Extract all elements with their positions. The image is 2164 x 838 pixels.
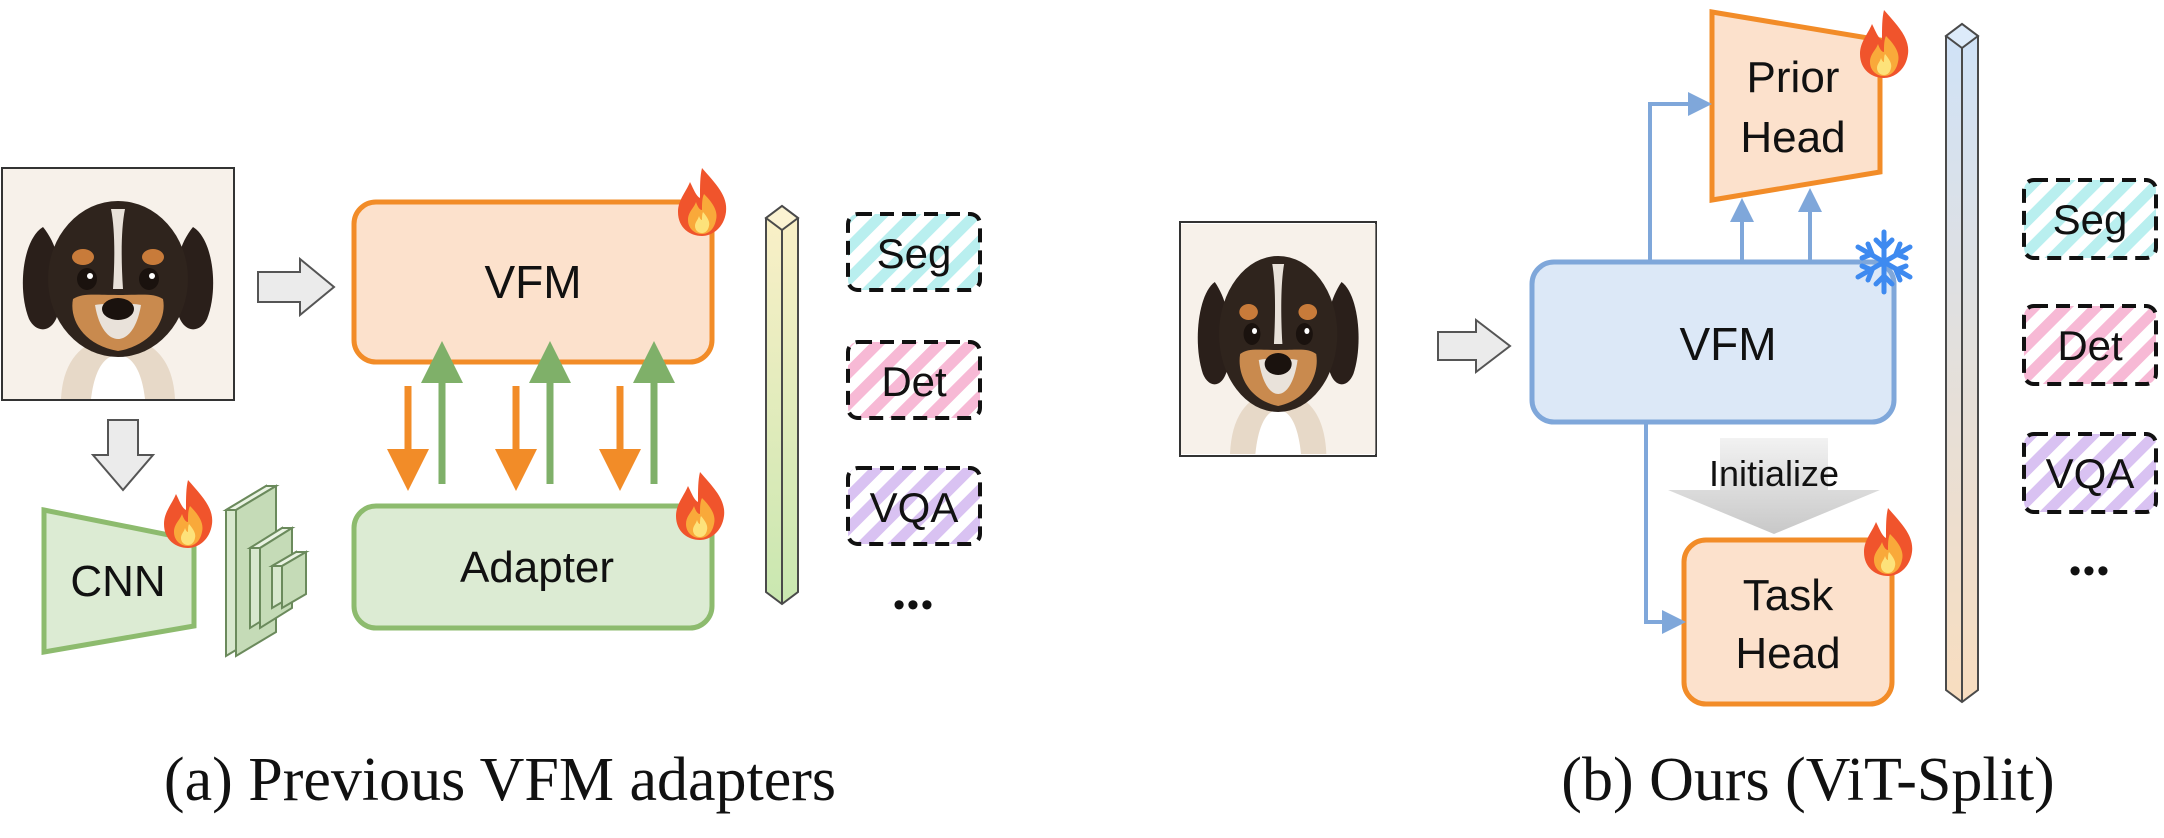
fire-icon [678,168,727,236]
task-vqa [846,466,982,546]
right-panel: VFM Prior Head Task Head Initialize [1179,9,2158,814]
feature-bar [764,204,800,606]
caption-left: (a) Previous VFM adapters [164,746,836,814]
task-head-label-line2: Head [1735,629,1840,678]
puppy-image [1179,221,1377,457]
vfm-to-task-arrow [1644,422,1686,634]
task-det-label: Det [881,358,947,405]
initialize-arrow [1668,438,1880,534]
block-arrow-down-icon [90,419,156,492]
task-det [2022,304,2158,386]
fire-icon [676,472,725,540]
vfm-frozen-block [1529,259,1897,425]
task-vqa-label: VQA [870,484,959,531]
cnn-label: CNN [70,557,165,606]
task-vqa [2022,432,2158,514]
vfm-label: VFM [484,256,581,308]
task-seg [846,212,982,292]
fire-icon [164,480,213,548]
block-arrow-right-icon [1437,317,1512,375]
fire-icon [1860,10,1909,78]
more-tasks-ellipsis: ••• [893,586,935,624]
left-panel: VFM Adapter CNN [1,167,982,814]
task-head-block [1681,537,1895,707]
prior-head-label-line2: Head [1740,113,1845,162]
initialize-label: Initialize [1709,453,1839,494]
vfm-to-prior-arrow [1648,92,1712,262]
vfm-label: VFM [1679,318,1776,370]
cnn-block [41,506,197,655]
task-det [846,340,982,420]
puppy-image [1,167,235,401]
feature-bar [1944,22,1980,704]
feature-pyramid-icon [222,484,310,658]
task-seg-label: Seg [2053,196,2128,243]
task-list-right: Seg Det VQA ••• [2022,178,2158,590]
adapter-block [351,503,715,631]
snowflake-icon [1855,229,1913,295]
fire-icon [1864,508,1913,576]
task-seg-label: Seg [877,230,952,277]
task-head-label-line1: Task [1743,571,1834,620]
more-tasks-ellipsis: ••• [2069,552,2111,590]
caption-right: (b) Ours (ViT-Split) [1561,746,2054,814]
task-list-left: Seg Det VQA ••• [846,212,982,624]
task-vqa-label: VQA [2046,450,2135,497]
task-seg [2022,178,2158,260]
prior-head-block [1709,9,1883,203]
prior-head-label-line1: Prior [1747,53,1840,102]
task-det-label: Det [2057,322,2123,369]
adapter-label: Adapter [460,543,614,592]
interaction-arrows [387,341,675,491]
block-arrow-right-icon [257,256,336,318]
blue-connectors [1644,92,1822,634]
